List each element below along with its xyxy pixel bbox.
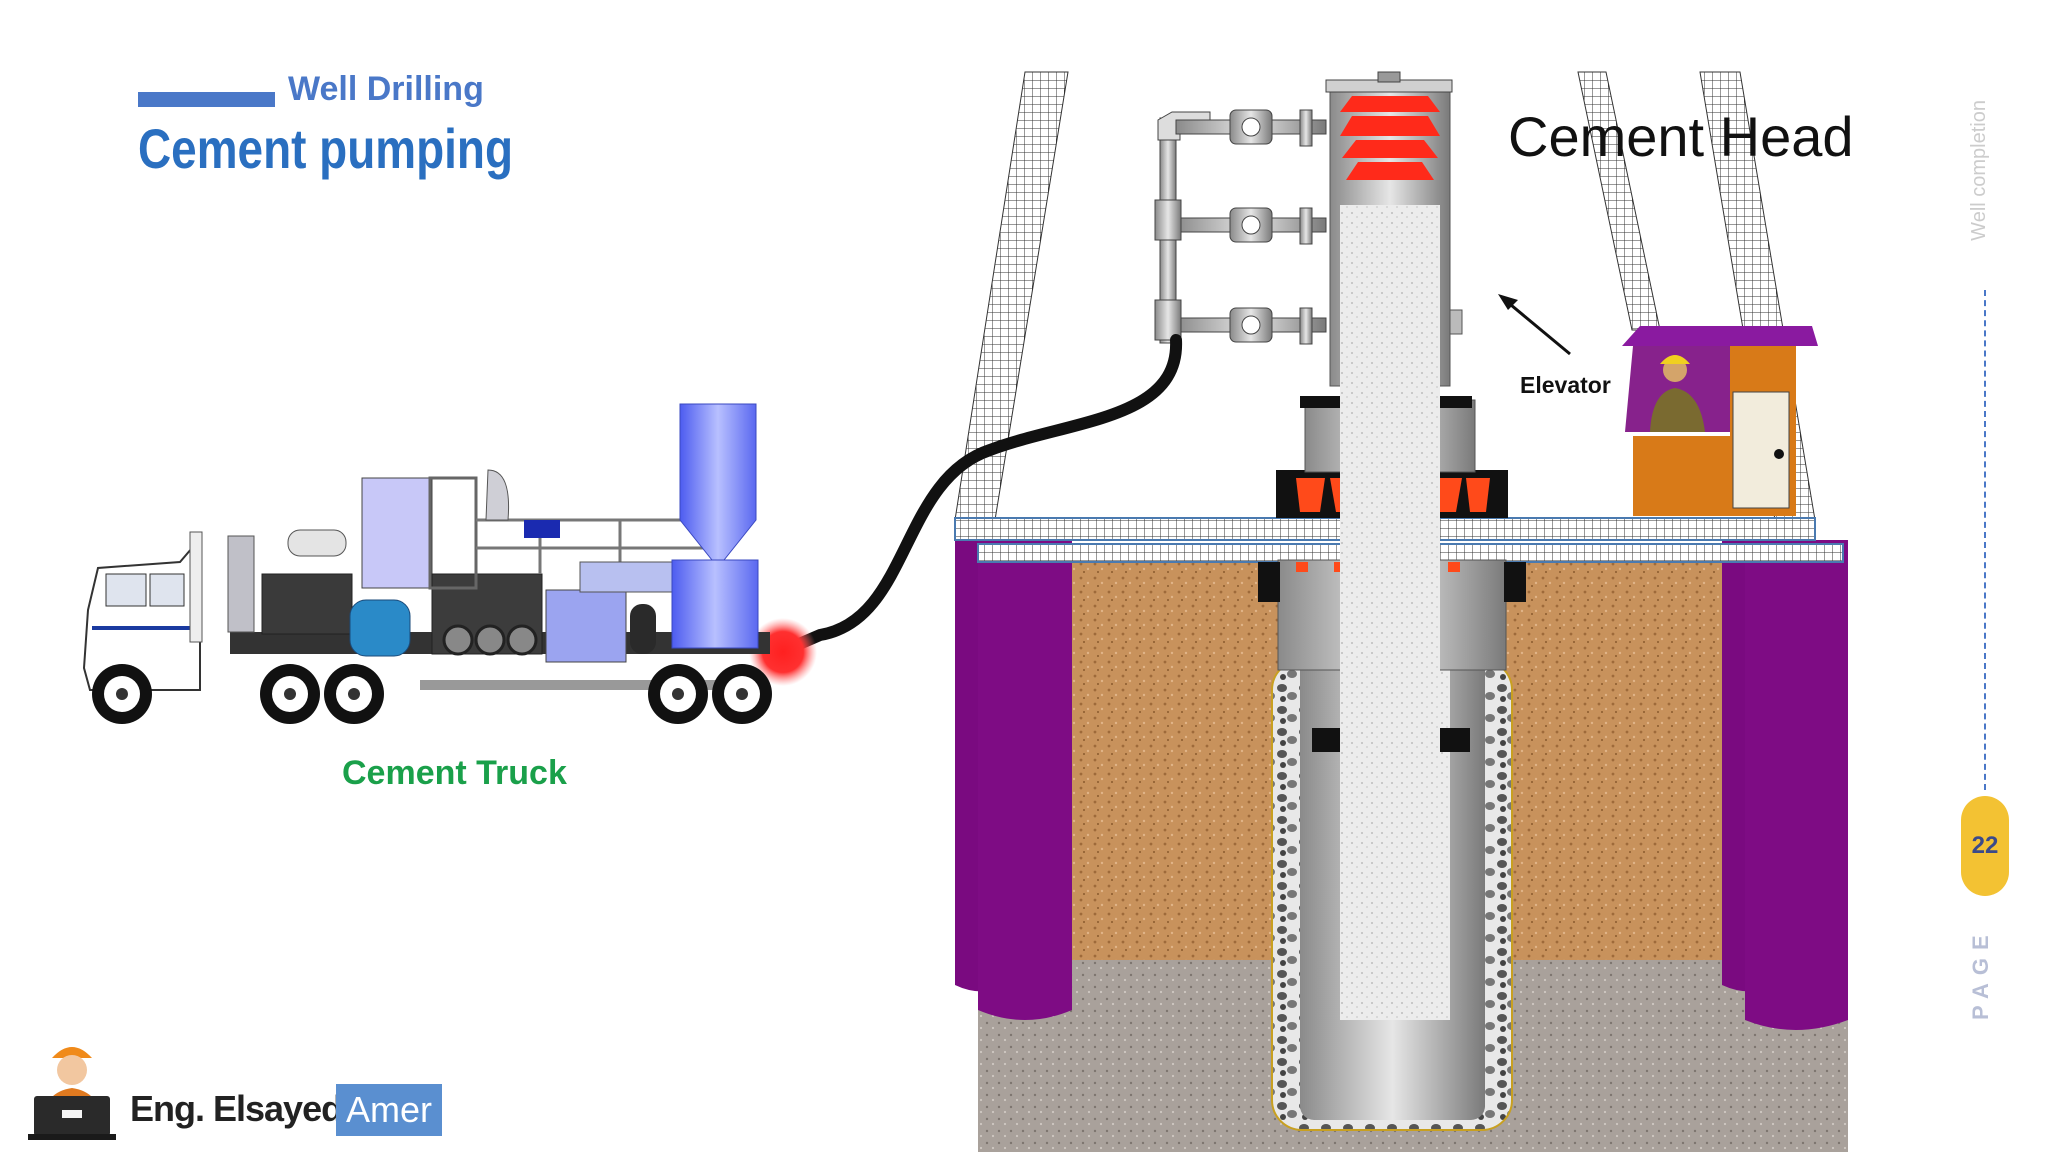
author-name: Eng. Elsayed xyxy=(130,1088,343,1129)
header-accent-bar xyxy=(138,92,275,107)
slide-subtitle: Well Drilling xyxy=(288,70,484,108)
cement-hose xyxy=(784,334,1183,654)
page-number-badge: 22 xyxy=(1961,796,2009,896)
section-label-text: Well completion xyxy=(1968,100,1990,241)
sidebar-divider xyxy=(1984,290,1986,790)
cement-head-label: Cement Head xyxy=(1508,105,1854,168)
page-label-text: PAGE xyxy=(1968,927,1993,1020)
cement-plugs xyxy=(1340,96,1440,180)
operator-cabin xyxy=(1622,326,1818,516)
pilings xyxy=(955,535,1848,1030)
author-avatar xyxy=(28,1047,116,1140)
section-label: Well completion xyxy=(1968,100,2002,290)
elevator-label: Elevator xyxy=(1520,372,1611,398)
cement-column xyxy=(1340,205,1440,1020)
cement-truck-label: Cement Truck xyxy=(342,754,567,792)
page-label: PAGE xyxy=(1968,900,2002,1020)
cement-truck xyxy=(82,403,772,724)
slide-title: Cement pumping xyxy=(138,117,514,180)
elevator-arrow xyxy=(1504,298,1571,356)
cement-manifold xyxy=(1154,109,1327,345)
author-surname: Amer xyxy=(336,1084,443,1136)
